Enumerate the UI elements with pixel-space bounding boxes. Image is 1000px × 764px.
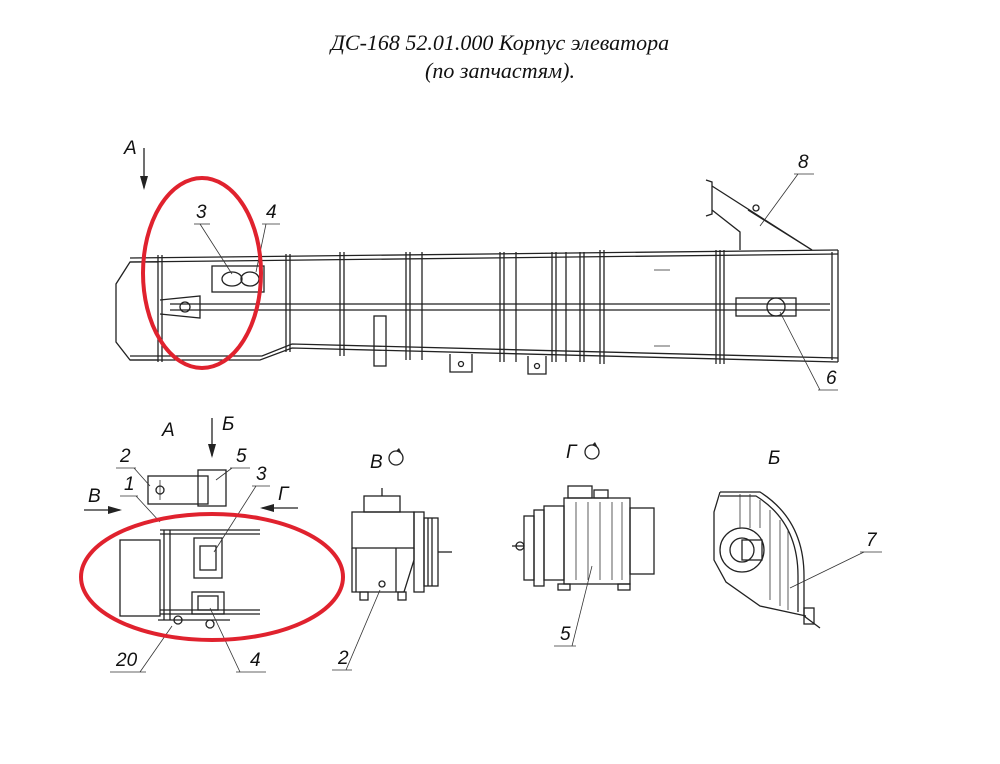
callouts-view-a: 2 1 5 3 20 4 [110,446,270,673]
view-v-section: В 2 [332,448,452,671]
view-a-detail: А Б В Г [84,414,298,629]
callout-3-label: 3 [196,202,207,223]
callout-1-label: 1 [124,474,135,495]
section-g-label: Г [566,442,578,463]
view-v-arrow-label: В [88,486,101,507]
callout-2-label-v: 2 [337,648,349,669]
drawing-title: ДС-168 52.01.000 Корпус элеватора [330,30,670,55]
view-b-arrow-label: Б [222,414,234,435]
highlight-ellipse-detail [79,512,345,642]
callout-2-label-a: 2 [119,446,131,467]
view-a-arrow: А [123,138,148,190]
view-a-label: А [123,138,137,159]
callout-4-label: 4 [266,202,277,223]
view-g-arrow-label: Г [278,484,290,505]
detail-a-label: А [161,420,175,441]
callout-4-label-a: 4 [250,650,261,671]
callout-7-label: 7 [866,530,878,551]
drawing-subtitle: (по запчастям). [425,58,575,83]
callout-20-label: 20 [115,650,138,671]
callout-5-label-a: 5 [236,446,247,467]
callout-8-label: 8 [798,152,809,173]
view-b-label: Б [768,448,780,469]
callouts-main-view: 3 4 8 6 [194,152,838,391]
view-b-section: Б 7 [713,448,882,629]
view-g-section: Г 5 [512,442,655,647]
section-v-label: В [370,452,383,473]
elevator-housing-main-view [115,179,839,375]
callout-5-label-g: 5 [560,624,571,645]
callout-6-label: 6 [826,368,837,389]
highlight-ellipse-main [141,176,263,370]
callout-3-label-a: 3 [256,464,267,485]
